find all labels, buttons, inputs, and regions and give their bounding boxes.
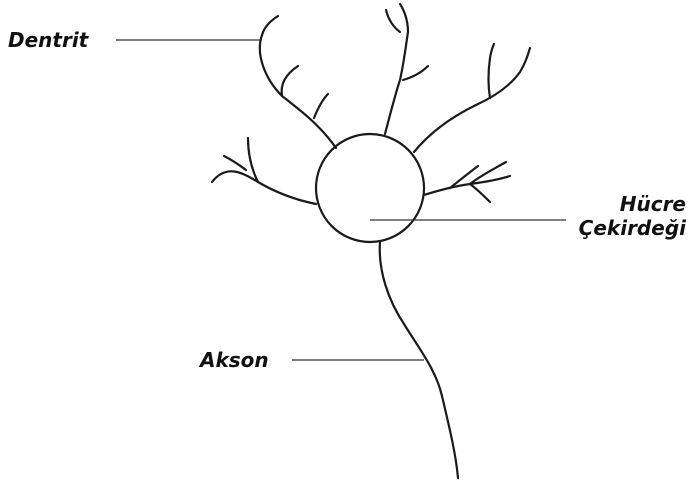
axon-label: Akson <box>200 348 269 372</box>
dendrite-branch <box>403 66 428 80</box>
dendrite-right <box>424 176 510 195</box>
dendrite-branch <box>386 10 400 32</box>
dendrite-branch <box>248 138 258 182</box>
dendrite-upper-right <box>414 48 530 152</box>
dendrite-top <box>385 4 408 134</box>
dendrite-branch <box>489 44 495 98</box>
nucleus-label-line2: Çekirdeği <box>568 216 686 240</box>
dendrite-left <box>212 171 316 204</box>
dendrite-upper-left <box>260 16 336 148</box>
dendrite-label: Dentrit <box>8 28 88 52</box>
cell-body <box>316 134 424 242</box>
dendrite-branch <box>314 94 328 118</box>
nucleus-label: Hücre Çekirdeği <box>568 192 686 240</box>
dendrite-branch <box>282 66 298 96</box>
dendrite-branch <box>470 184 490 202</box>
dendrite-branch <box>224 156 246 170</box>
nucleus-label-line1: Hücre <box>568 192 686 216</box>
